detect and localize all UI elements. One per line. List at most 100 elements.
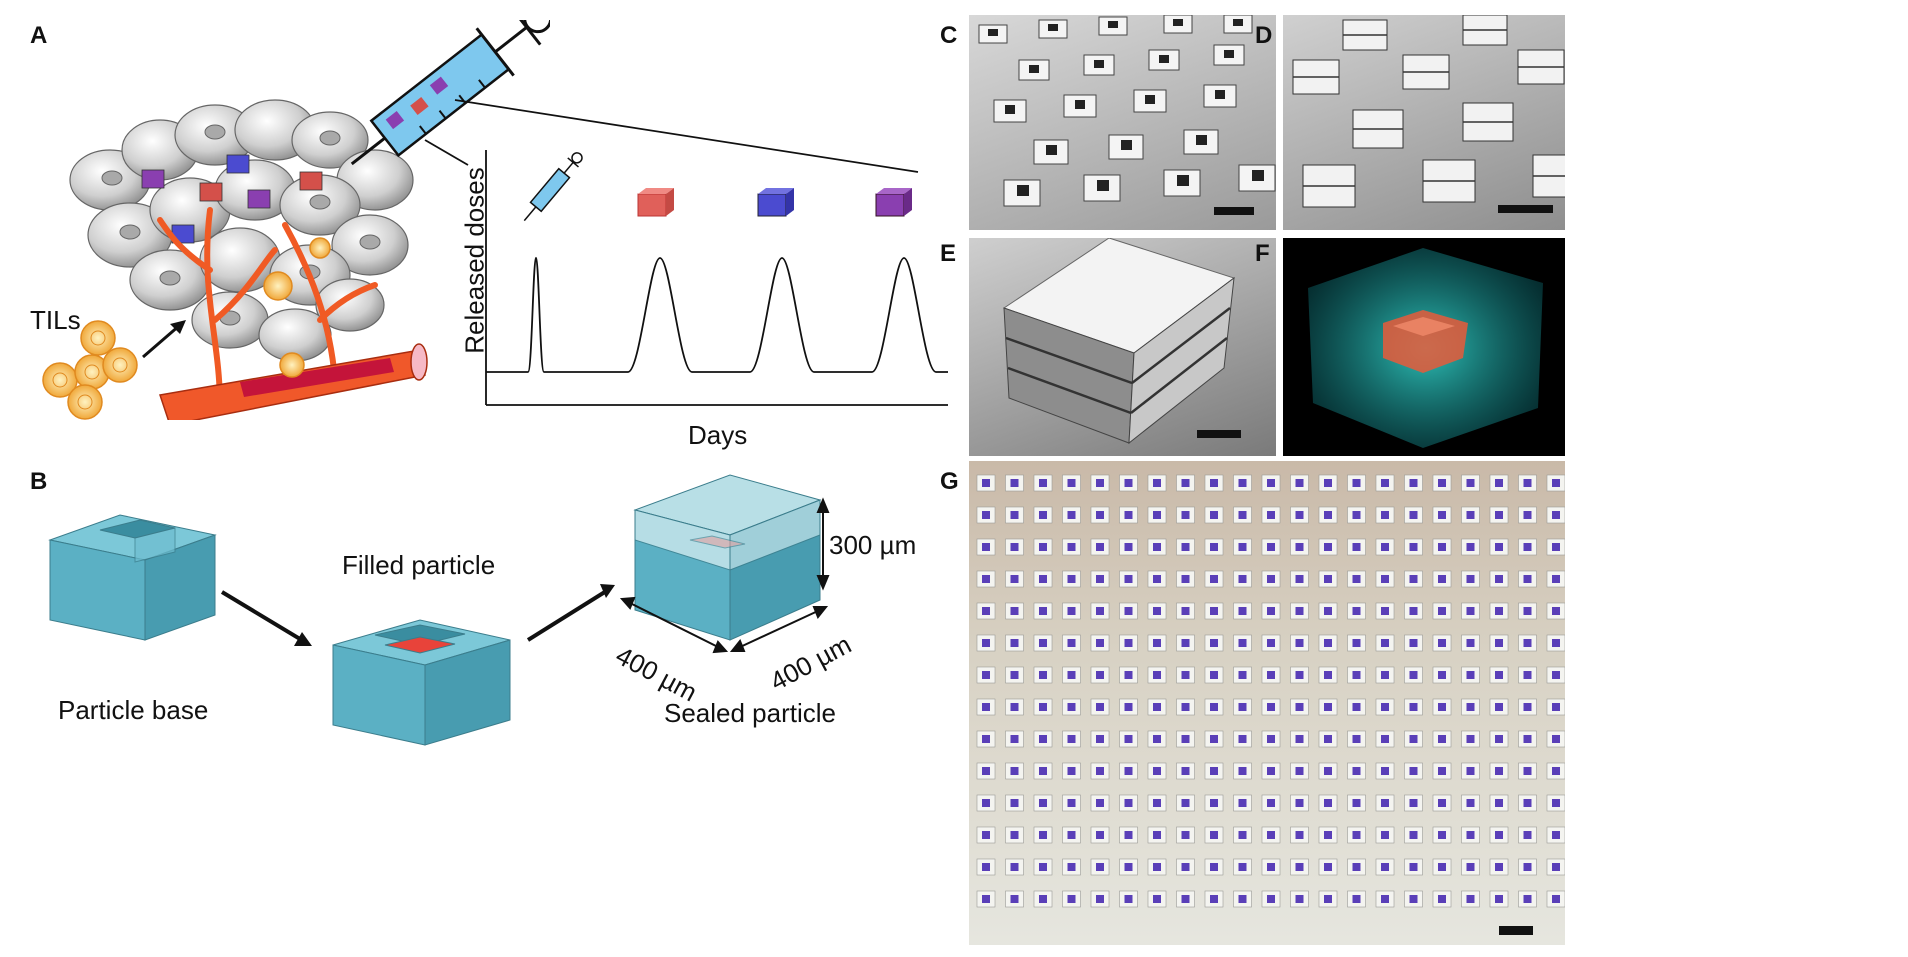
array-particle-cargo <box>1523 895 1532 903</box>
array-particle-cargo <box>1181 767 1190 775</box>
array-particle-cargo <box>1096 479 1104 487</box>
array-particle-cargo <box>1495 607 1503 615</box>
array-particle-cargo <box>1210 735 1218 743</box>
array-particle-cargo <box>1324 639 1332 647</box>
array-particle-cargo <box>1352 895 1361 903</box>
array-particle-cargo <box>1466 735 1475 743</box>
array-particle-cargo <box>1352 735 1361 743</box>
array-particle-cargo <box>1267 639 1275 647</box>
array-particle-cargo <box>1381 543 1389 551</box>
array-particle-cargo <box>1523 863 1532 871</box>
array-particle-cargo <box>1324 511 1332 519</box>
array-particle-cargo <box>1210 511 1218 519</box>
array-particle-cargo <box>1181 607 1190 615</box>
array-particle-cargo <box>1295 671 1304 679</box>
array-particle-cargo <box>1381 575 1389 583</box>
sealed-particle-cube <box>633 474 822 641</box>
array-particle-cargo <box>1409 671 1418 679</box>
array-particle-cargo <box>1552 703 1560 711</box>
array-particle-cargo <box>1067 639 1076 647</box>
blood-vessels <box>157 207 378 408</box>
array-particle-cargo <box>1153 479 1161 487</box>
array-particle-cargo <box>1067 511 1076 519</box>
array-particle-cargo <box>1039 479 1047 487</box>
array-particle-cargo <box>1010 671 1019 679</box>
array-particle-cargo <box>1181 671 1190 679</box>
tils-label: TILs <box>30 305 81 335</box>
array-particle-cargo <box>1352 639 1361 647</box>
array-particle-cargo <box>1523 479 1532 487</box>
array-particle-cargo <box>1096 575 1104 583</box>
release-plot <box>485 150 948 406</box>
array-particle-cargo <box>1295 479 1304 487</box>
array-particle-cargo <box>1409 863 1418 871</box>
array-particle-cargo <box>1552 767 1560 775</box>
array-particle-cargo <box>1124 703 1133 711</box>
array-particle-cargo <box>1438 639 1446 647</box>
array-particle-cargo <box>1523 639 1532 647</box>
particle-blue-icon <box>757 188 794 217</box>
array-particle-cargo <box>1210 863 1218 871</box>
array-particle-cargo <box>1466 767 1475 775</box>
array-particle-cargo <box>1153 639 1161 647</box>
array-particle-cargo <box>1352 479 1361 487</box>
array-particle-cargo <box>1409 479 1418 487</box>
array-particle-cargo <box>1210 671 1218 679</box>
array-particle-cargo <box>1096 767 1104 775</box>
array-particle-cargo <box>1381 671 1389 679</box>
array-particle-cargo <box>1010 735 1019 743</box>
array-particle-cargo <box>1552 479 1560 487</box>
array-particle-cargo <box>1010 543 1019 551</box>
array-particle-cargo <box>1267 671 1275 679</box>
array-particle-cargo <box>1096 799 1104 807</box>
particle-base-cube <box>48 514 217 641</box>
array-particle-cargo <box>982 575 990 583</box>
array-particle-cargo <box>1352 607 1361 615</box>
array-particle-cargo <box>1552 735 1560 743</box>
scale-bar-e <box>1197 430 1241 438</box>
array-particle-cargo <box>1096 863 1104 871</box>
panel-label-f: F <box>1255 240 1270 267</box>
sem-image-e <box>969 238 1276 456</box>
array-particle-cargo <box>982 607 990 615</box>
array-particle-cargo <box>1466 831 1475 839</box>
array-particle-cargo <box>1124 863 1133 871</box>
array-particle-cargo <box>982 479 990 487</box>
array-particle-cargo <box>1067 575 1076 583</box>
array-particle-cargo <box>982 767 990 775</box>
optical-image-g <box>969 461 1565 945</box>
array-particle-cargo <box>1438 607 1446 615</box>
array-particle-cargo <box>1523 543 1532 551</box>
array-particle-cargo <box>1238 831 1247 839</box>
array-particle-cargo <box>982 895 990 903</box>
array-particle-cargo <box>1352 543 1361 551</box>
array-particle-cargo <box>1495 543 1503 551</box>
array-particle-cargo <box>1295 767 1304 775</box>
array-particle-cargo <box>1267 735 1275 743</box>
array-particle-cargo <box>1238 703 1247 711</box>
array-particle-cargo <box>1010 767 1019 775</box>
array-particle-cargo <box>1210 607 1218 615</box>
array-particle-cargo <box>1010 575 1019 583</box>
array-particle-cargo <box>1238 639 1247 647</box>
array-particle-cargo <box>1153 735 1161 743</box>
confocal-image-f <box>1283 238 1565 456</box>
array-particle-cargo <box>1295 895 1304 903</box>
array-particle-cargo <box>1010 639 1019 647</box>
array-particle-cargo <box>1466 895 1475 903</box>
array-particle-cargo <box>1096 639 1104 647</box>
array-particle-cargo <box>1067 895 1076 903</box>
array-particle-cargo <box>1409 767 1418 775</box>
array-particle-cargo <box>1238 895 1247 903</box>
syringe-icon <box>350 20 550 166</box>
array-particle-cargo <box>1324 543 1332 551</box>
array-particle-cargo <box>1409 799 1418 807</box>
array-particle-cargo <box>1010 479 1019 487</box>
array-particle-cargo <box>1067 671 1076 679</box>
array-particle-cargo <box>1438 863 1446 871</box>
array-particle-cargo <box>1352 831 1361 839</box>
array-particle-cargo <box>1438 671 1446 679</box>
array-particle-cargo <box>1096 511 1104 519</box>
array-particle-cargo <box>1495 831 1503 839</box>
array-particle-cargo <box>1495 639 1503 647</box>
